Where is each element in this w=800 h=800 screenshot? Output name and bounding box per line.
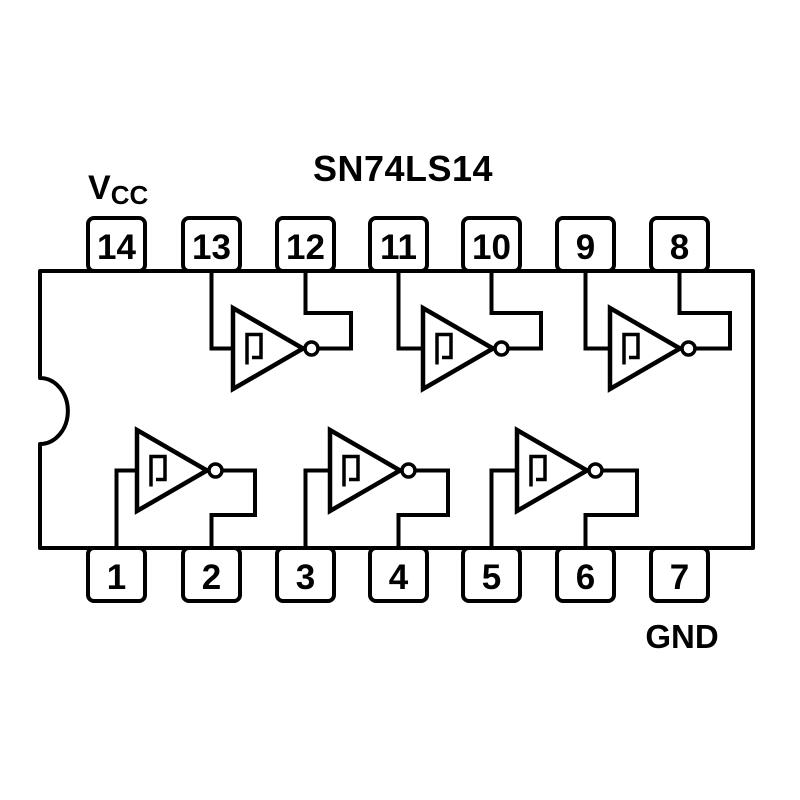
gate6-input-wire (489, 468, 517, 548)
inverter-gate-5 (303, 426, 450, 548)
pin-3: 3 (275, 546, 336, 603)
chip-title: SN74LS14 (313, 148, 493, 189)
pin-13: 13 (181, 216, 242, 273)
vcc-label-main: V (88, 169, 111, 207)
inversion-bubble-icon (303, 340, 320, 357)
gate3-input-wire (583, 271, 610, 351)
pin-box (368, 216, 429, 273)
pin-5: 5 (461, 546, 522, 603)
pin-number: 13 (192, 228, 231, 267)
inverter-triangle-icon (327, 426, 405, 515)
pin-number: 10 (472, 228, 511, 267)
inverter-triangle-icon (514, 426, 592, 515)
inversion-bubble-icon (493, 340, 510, 357)
pin-number: 12 (286, 228, 325, 267)
gate4-input-wire (114, 468, 137, 548)
pin-number: 6 (576, 558, 595, 597)
gate3-output-wire (677, 271, 732, 351)
pin-box (368, 546, 429, 603)
inverter-gate-3 (583, 271, 732, 393)
gate1-output-wire (303, 271, 353, 351)
pin-box (181, 546, 242, 603)
inverter-triangle-icon (134, 426, 212, 515)
pin-number: 14 (97, 228, 136, 267)
pin-box (555, 546, 616, 603)
pin-box (649, 546, 710, 603)
pin-9: 9 (555, 216, 616, 273)
pin-row-bottom: 1 2 3 4 5 6 7 (86, 546, 710, 603)
pin-8: 8 (649, 216, 710, 273)
pin-box (181, 216, 242, 273)
pin-11: 11 (368, 216, 429, 273)
gate1-input-wire (209, 271, 233, 351)
pin-number: 3 (296, 558, 315, 597)
inverter-triangle-icon (230, 304, 308, 393)
inversion-bubble-icon (207, 462, 224, 479)
pin-number: 11 (380, 228, 417, 267)
inverter-gate-4 (114, 426, 257, 548)
pin-7: 7 (649, 546, 710, 603)
pin-12: 12 (275, 216, 336, 273)
pin-number: 9 (576, 228, 595, 267)
vcc-label: VCC (88, 169, 148, 210)
pin-4: 4 (368, 546, 429, 603)
gnd-label: GND (645, 618, 718, 655)
pin-2: 2 (181, 546, 242, 603)
hysteresis-icon (245, 332, 263, 365)
pin-10: 10 (461, 216, 522, 273)
pin-row-top: 14 13 12 11 10 9 8 (86, 216, 710, 273)
inverter-gate-2 (396, 271, 543, 393)
pin-box (461, 546, 522, 603)
gate5-output-wire (396, 468, 450, 548)
vcc-label-sub: CC (111, 180, 149, 210)
pin-box (275, 546, 336, 603)
pin-box (275, 216, 336, 273)
hysteresis-icon (435, 332, 453, 365)
pin-box (86, 546, 147, 603)
hysteresis-icon (622, 332, 640, 365)
pin-6: 6 (555, 546, 616, 603)
pin-box (461, 216, 522, 273)
pin-box (86, 216, 147, 273)
pin-number: 4 (389, 558, 409, 597)
inverter-gate-6 (489, 426, 639, 548)
pin-number: 1 (107, 558, 126, 597)
pin-14: 14 (86, 216, 147, 273)
gate4-output-wire (209, 468, 257, 548)
inversion-bubble-icon (400, 462, 417, 479)
inverter-triangle-icon (420, 304, 498, 393)
inversion-bubble-icon (587, 462, 604, 479)
gate2-output-wire (489, 271, 543, 351)
pin-1: 1 (86, 546, 147, 603)
pin-number: 8 (670, 228, 689, 267)
inverter-gate-1 (209, 271, 353, 393)
hysteresis-icon (342, 454, 360, 487)
gate5-input-wire (303, 468, 330, 548)
gate2-input-wire (396, 271, 423, 351)
gate6-output-wire (583, 468, 639, 548)
pin-number: 7 (670, 558, 689, 597)
pin-box (555, 216, 616, 273)
hysteresis-icon (149, 454, 167, 487)
pin-box (649, 216, 710, 273)
inversion-bubble-icon (680, 340, 697, 357)
pin-number: 5 (482, 558, 501, 597)
inverter-triangle-icon (607, 304, 685, 393)
pin-number: 2 (202, 558, 221, 597)
hysteresis-icon (529, 454, 547, 487)
